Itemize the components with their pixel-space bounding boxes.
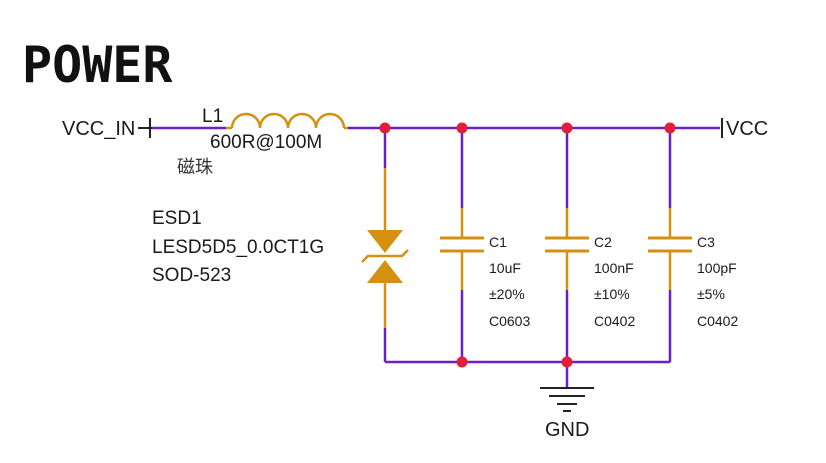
inductor-value: 600R@100M	[210, 132, 322, 153]
c1-tolerance: ±20%	[489, 286, 525, 302]
junction-dot	[664, 122, 676, 134]
esd-zener-bar	[361, 249, 409, 263]
c1-package: C0603	[489, 313, 530, 329]
wires	[152, 126, 720, 387]
junction-dot	[456, 356, 468, 368]
c1-value: 10uF	[489, 260, 521, 276]
inductor-note: 磁珠	[177, 157, 213, 178]
schematic-title: POWER	[22, 36, 173, 94]
c3-tolerance: ±5%	[697, 286, 725, 302]
capacitor-c3: C3 100pF ±5% C0402	[648, 208, 738, 329]
c3-value: 100pF	[697, 260, 737, 276]
esd-ref: ESD1	[152, 208, 202, 229]
esd-package: SOD-523	[152, 265, 231, 286]
junction-dot	[379, 122, 391, 134]
esd-diode: ESD1 LESD5D5_0.0CT1G SOD-523	[152, 168, 409, 328]
capacitor-c2: C2 100nF ±10% C0402	[545, 208, 635, 329]
esd-triangle-down	[367, 230, 403, 253]
junctions	[379, 122, 676, 368]
c2-package: C0402	[594, 313, 635, 329]
c3-ref: C3	[697, 234, 715, 250]
net-label-vcc-in: VCC_IN	[62, 118, 135, 140]
net-label-gnd: GND	[545, 419, 589, 441]
inductor-ref: L1	[202, 106, 223, 127]
c2-ref: C2	[594, 234, 612, 250]
c3-package: C0402	[697, 313, 738, 329]
junction-dot	[561, 122, 573, 134]
junction-dot	[456, 122, 468, 134]
junction-dot	[561, 356, 573, 368]
c2-tolerance: ±10%	[594, 286, 630, 302]
esd-triangle-up	[367, 260, 403, 283]
port-vcc: VCC	[721, 118, 768, 140]
ground-symbol: GND	[540, 387, 594, 441]
inductor-l1: L1 600R@100M 磁珠	[177, 106, 348, 178]
capacitor-c1: C1 10uF ±20% C0603	[440, 208, 530, 329]
esd-part: LESD5D5_0.0CT1G	[152, 237, 324, 258]
inductor-coil	[230, 112, 346, 129]
c1-ref: C1	[489, 234, 507, 250]
port-vcc-in: VCC_IN	[62, 118, 152, 140]
c2-value: 100nF	[594, 260, 634, 276]
net-label-vcc: VCC	[726, 118, 768, 140]
